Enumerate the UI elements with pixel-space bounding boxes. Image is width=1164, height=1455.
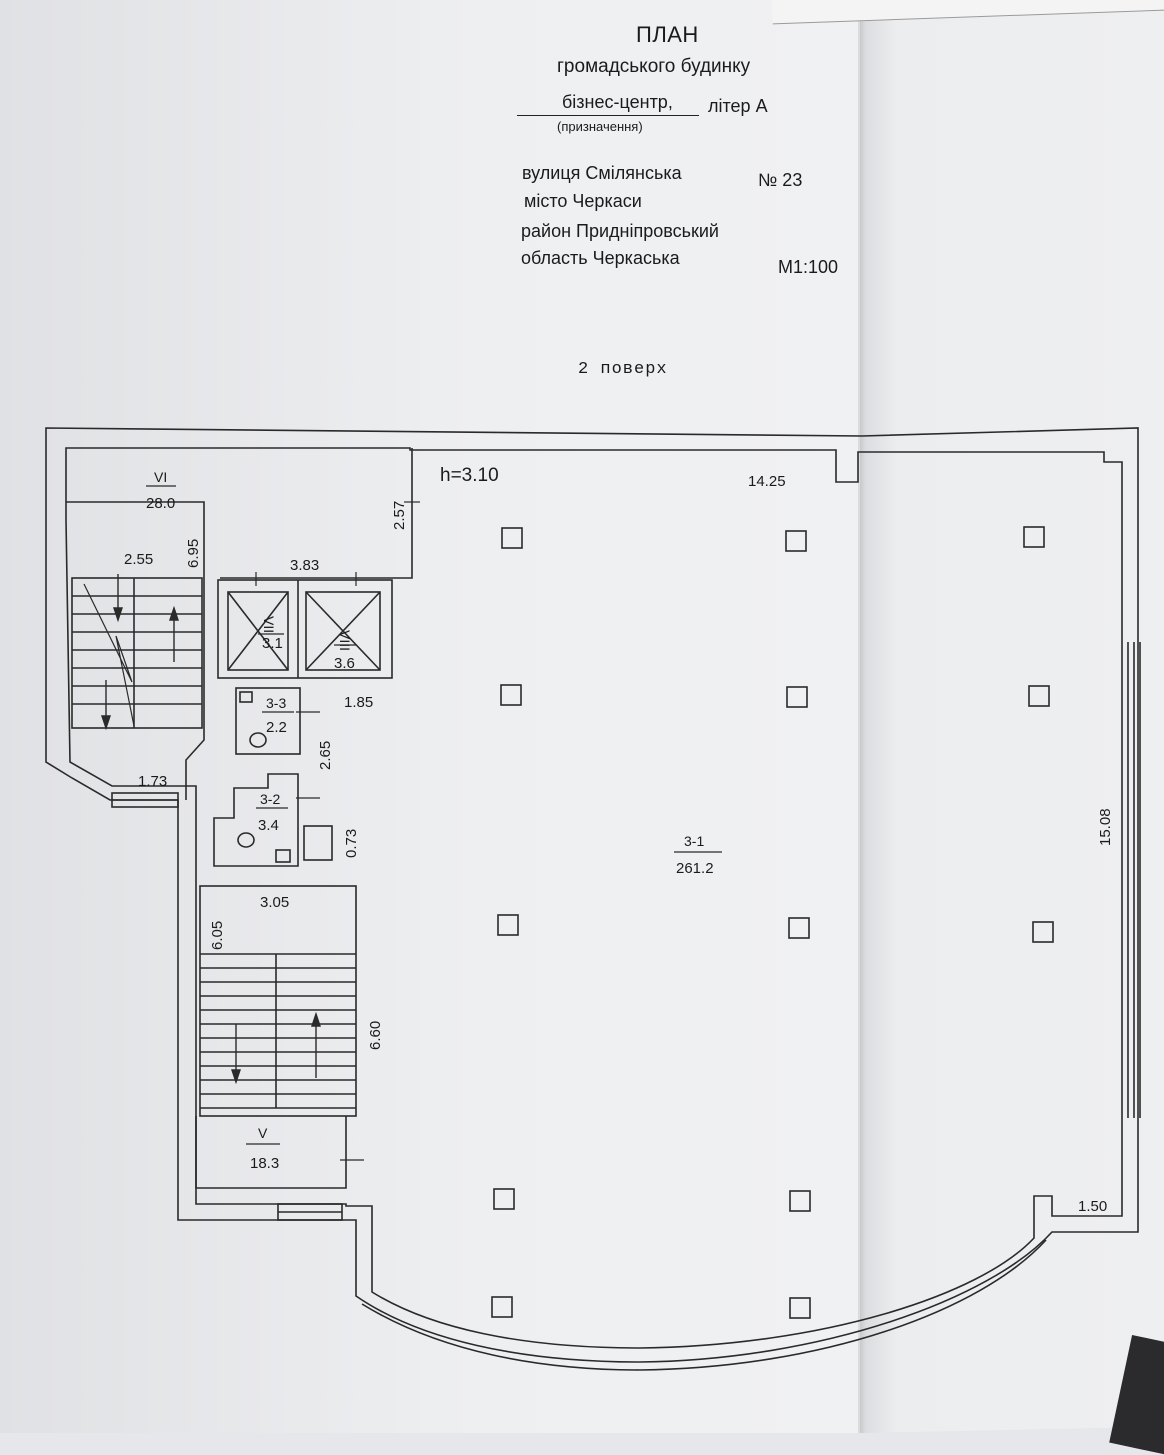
room-vi-id: VI: [154, 469, 167, 485]
region-label: область Черкаська: [521, 248, 680, 268]
purpose-caption: (призначення): [557, 119, 643, 134]
city-label: місто Черкаси: [524, 191, 642, 211]
dim-2-57: 2.57: [391, 501, 408, 530]
room-vii-id: VII: [261, 616, 277, 633]
plan-title: ПЛАН: [636, 22, 699, 47]
scale-label: М1:100: [778, 257, 839, 277]
room-vi-area: 28.0: [146, 495, 175, 512]
dim-15-08: 15.08: [1097, 808, 1114, 846]
room-3-2-area: 3.4: [258, 817, 279, 834]
letter-label: літер А: [708, 96, 768, 116]
room-v-area: 18.3: [250, 1155, 279, 1172]
room-3-2-id: 3-2: [260, 791, 280, 807]
house-number: № 23: [758, 170, 803, 190]
dim-14-25: 14.25: [748, 473, 786, 490]
room-3-3-area: 2.2: [266, 719, 287, 736]
room-fraction-bars: [146, 485, 722, 1145]
dimension-ticks: [255, 501, 420, 1161]
room-v-id: V: [258, 1125, 268, 1141]
dim-1-85: 1.85: [344, 694, 373, 711]
purpose-value: бізнес-центр,: [562, 92, 673, 112]
dim-3-83: 3.83: [290, 557, 319, 574]
district-label: район Придніпровський: [521, 221, 719, 241]
plan-subtitle: громадського будинку: [557, 56, 751, 77]
dim-6-05: 6.05: [209, 921, 226, 950]
purpose-underline: [517, 115, 699, 116]
dim-3-05: 3.05: [260, 894, 289, 911]
floor-label: 2 поверх: [578, 360, 668, 379]
columns: [491, 526, 1054, 1319]
document-sheet-left: [0, 0, 866, 1433]
room-vii-area: 3.1: [262, 635, 283, 652]
room-viii-area: 3.6: [334, 655, 355, 672]
ceiling-height: h=3.10: [440, 465, 499, 486]
room-3-1-id: 3-1: [684, 833, 704, 849]
room-3-3-id: 3-3: [266, 695, 286, 711]
dim-2-65: 2.65: [317, 741, 334, 770]
dim-0-73: 0.73: [343, 829, 360, 858]
street-label: вулиця Смілянська: [522, 163, 682, 183]
dim-6-60: 6.60: [367, 1021, 384, 1050]
room-viii-id: VIII: [337, 630, 353, 651]
dim-1-50: 1.50: [1078, 1198, 1107, 1215]
room-3-1-area: 261.2: [676, 860, 714, 877]
dim-2-55: 2.55: [124, 551, 153, 568]
stair-arrows: [101, 574, 321, 1085]
dim-1-73: 1.73: [138, 773, 167, 790]
paper-fold: [858, 0, 866, 1433]
stair-break-line: [83, 583, 135, 727]
dim-6-95: 6.95: [185, 539, 202, 568]
plan-walls: [45, 427, 1141, 1371]
